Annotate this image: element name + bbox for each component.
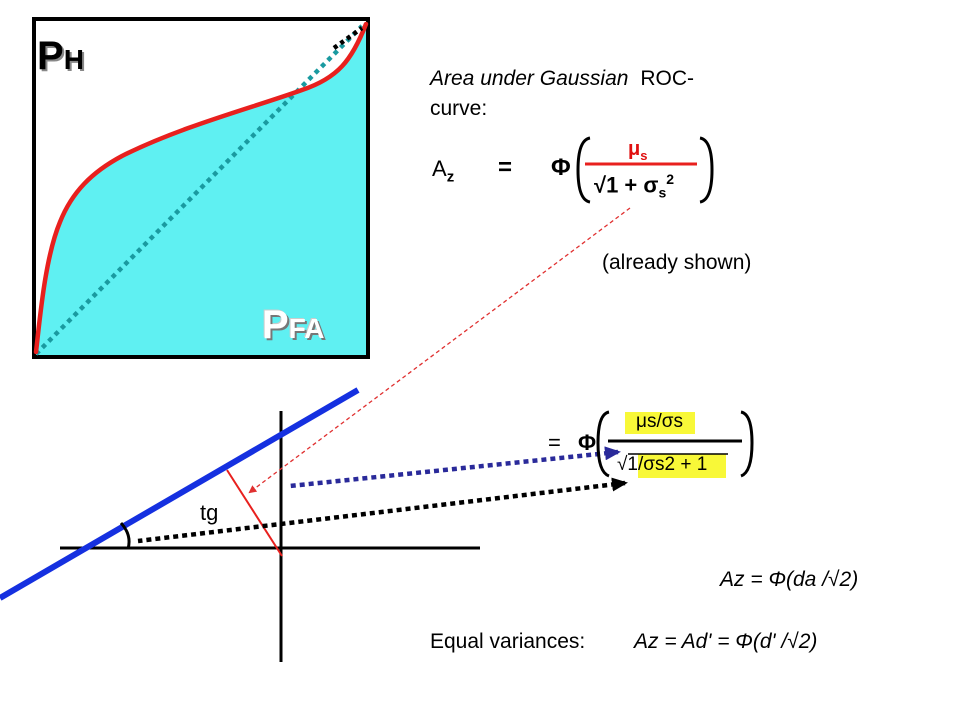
formula1-graphics <box>576 136 714 204</box>
tg-label: tg <box>200 500 219 525</box>
x-axis-label: PFA <box>262 303 324 348</box>
roc-curve <box>33 21 369 355</box>
x-axis-label-sub: FA <box>288 313 325 344</box>
right-paren-2 <box>740 410 754 478</box>
roc-frame <box>32 17 370 359</box>
formula1-denominator-sup: 2 <box>666 171 675 187</box>
equal-variances-label: Equal variances: <box>430 630 586 653</box>
area-title: Area under Gaussian ROC- curve: <box>430 64 694 124</box>
formula3: Az = Φ(da /√2) <box>720 568 859 591</box>
formula1-numerator-sub: s <box>640 148 648 163</box>
formula1-equals: = <box>498 154 513 181</box>
formula1-numerator-main: μ <box>628 138 641 160</box>
area-title-italic: Area under Gaussian <box>430 67 629 90</box>
red-perpendicular <box>226 469 283 557</box>
formula1-denominator-text: √1 + σ <box>594 172 659 198</box>
angle-arc <box>119 521 131 550</box>
area-title-rest: ROC- <box>640 67 694 90</box>
roc-curve-dotted-end <box>332 26 364 50</box>
formula1-lhs-sub: z <box>446 168 455 186</box>
area-title-line2: curve: <box>430 97 488 120</box>
formula4: Az = Ad' = Φ(d' /√2) <box>634 630 818 653</box>
y-axis-label-main: P <box>37 34 64 78</box>
formula2-equals: = <box>548 430 561 455</box>
roc-area-fill <box>34 24 368 357</box>
formula1-phi: Φ <box>551 154 571 181</box>
formula1-denominator: √1 + σs2 <box>594 171 674 201</box>
leader-arrow-red <box>248 207 631 494</box>
y-axis-label: PH <box>37 34 84 79</box>
blue-line <box>0 387 360 601</box>
formula2-numerator: μs/σs <box>636 411 683 432</box>
arrow-to-angle <box>137 477 628 544</box>
tangent-diagram <box>0 387 480 662</box>
right-paren <box>699 136 714 204</box>
already-shown-note: (already shown) <box>602 251 752 274</box>
arrow-to-blue-line <box>289 446 621 489</box>
formula1-numerator: μs <box>628 138 647 163</box>
highlight-numerator <box>625 412 695 434</box>
formula2-denominator: √1/σs2 + 1 <box>617 454 708 475</box>
formula2-graphics <box>596 410 754 478</box>
formula1-denominator-sub: s <box>658 184 667 201</box>
formula1-lhs-main: A <box>432 156 447 181</box>
left-paren <box>576 136 591 204</box>
highlight-denominator <box>638 454 726 478</box>
x-axis-label-main: P <box>262 303 289 347</box>
left-paren-2 <box>596 410 610 478</box>
formula2-phi: Φ <box>578 430 597 455</box>
formula1-lhs: Az <box>432 156 454 185</box>
roc-plot <box>32 17 370 359</box>
y-axis-label-sub: H <box>63 44 84 75</box>
